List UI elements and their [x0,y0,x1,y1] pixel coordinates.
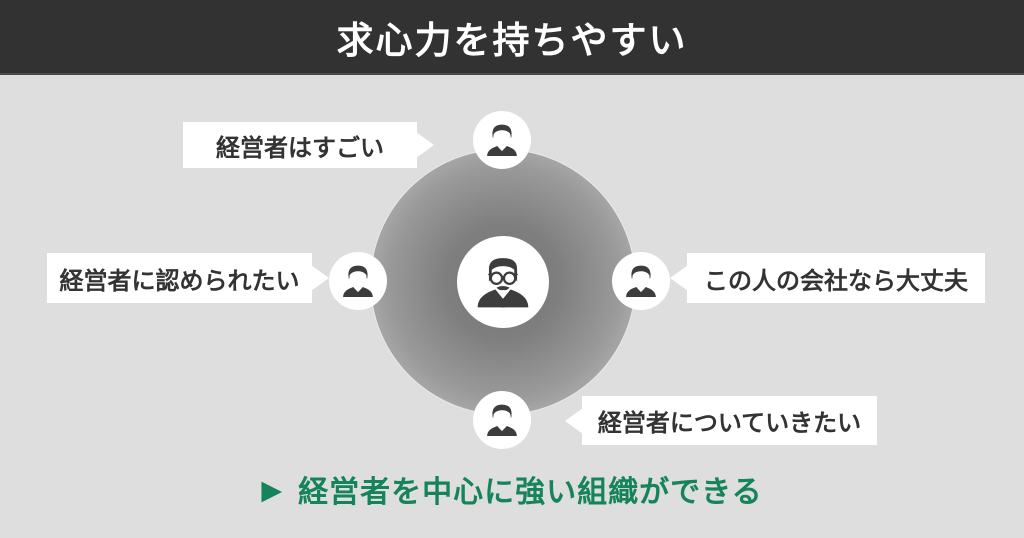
executive-with-glasses-icon [473,252,533,312]
speech-bubble-right: この人の会社なら大丈夫 [670,253,985,303]
speech-bubble-text: 経営者に認められたい [59,266,300,295]
bubble-arrow-left [565,407,583,434]
executive-avatar [457,236,549,328]
speech-bubble-left: 経営者に認められたい [47,253,329,303]
speech-bubble-bottom: 経営者についていきたい [565,396,877,445]
bubble-arrow-right [416,132,434,158]
employee-person-icon [622,262,660,300]
speech-bubble-text: 経営者についていきたい [597,409,862,437]
page-title: 求心力を持ちやすい [336,18,688,62]
employee-avatar-right [612,252,670,310]
speech-bubble-top: 経営者はすごい [183,122,434,168]
header-bar: 求心力を持ちやすい [0,0,1024,75]
employee-avatar-top [473,111,531,169]
employee-person-icon [483,401,521,439]
employee-person-icon [339,262,377,300]
employee-avatar-left [329,252,387,310]
bubble-arrow-right [311,265,329,291]
conclusion-line: ▶ 経営者を中心に強い組織ができる [0,466,1024,512]
employee-person-icon [483,121,521,159]
speech-bubble-text: この人の会社なら大丈夫 [704,266,968,295]
bubble-arrow-left [670,265,688,291]
play-triangle-icon: ▶ [261,474,283,506]
employee-avatar-bottom [473,391,531,449]
conclusion-text: 経営者を中心に強い組織ができる [298,475,763,510]
speech-bubble-text: 経営者はすごい [216,133,384,162]
